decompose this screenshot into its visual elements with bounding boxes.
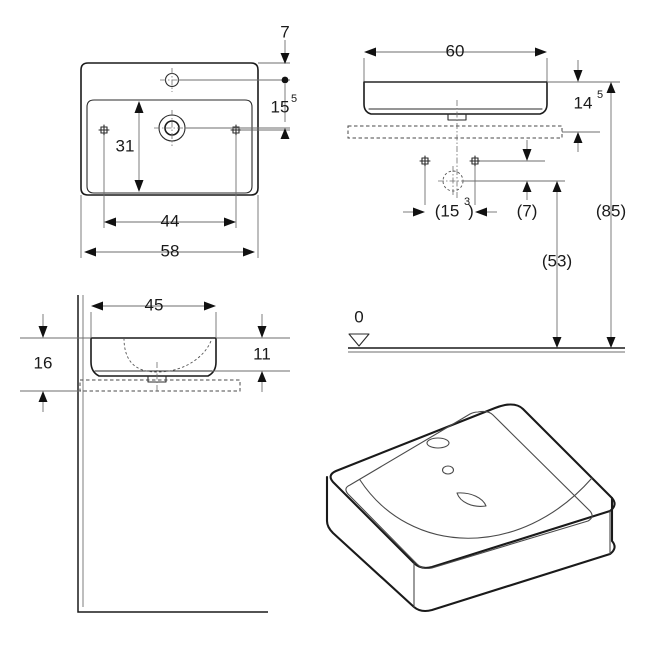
dim-155: 15 5 (271, 84, 297, 139)
dim-31-label: 31 (116, 136, 135, 155)
fixing-crosshair-left (98, 124, 110, 136)
dim-153-close: ) (468, 201, 474, 220)
tap-hole (154, 110, 190, 146)
plan-bowl-rim (86, 99, 253, 194)
elevation-mount-outline (347, 125, 563, 139)
dim-60-label: 60 (446, 41, 465, 60)
persp-bowl-rim (345, 410, 593, 570)
dim-155-sup: 5 (291, 93, 297, 105)
front-elevation-view: 60 14 5 (347, 41, 626, 353)
dim-16-label: 16 (34, 353, 53, 372)
dim-145-sup: 5 (597, 89, 603, 101)
fixing-crosshair-right (230, 124, 242, 136)
dim-7p: (7) (517, 181, 538, 220)
dim-53: (53) (542, 181, 572, 348)
wall-profile (77, 295, 268, 613)
dim-58-label: 58 (161, 241, 180, 260)
persp-waste-outlet (456, 492, 487, 507)
dim-11: 11 (212, 314, 290, 392)
fixing-crosshair-elev-right (469, 155, 481, 167)
dim-11-label: 11 (253, 344, 271, 363)
persp-top-face (329, 403, 616, 569)
dim-85: (85) (596, 82, 626, 348)
dim-16: 16 (20, 314, 91, 412)
persp-tap-hole (426, 437, 450, 449)
floor-datum: 0 (348, 307, 625, 353)
dim-155-dot (281, 76, 289, 84)
dim-44-label: 44 (161, 211, 180, 230)
dim-7p-label: (7) (517, 201, 538, 220)
dim-44: 44 (104, 211, 236, 230)
dim-45-label: 45 (145, 295, 164, 314)
plan-outer-outline (80, 62, 259, 196)
dim-58: 58 (84, 241, 255, 260)
dim-7-label: 7 (280, 22, 289, 41)
persp-overflow-hole (441, 465, 455, 475)
dim-0-label: 0 (354, 307, 363, 326)
dim-7: 7 (280, 22, 290, 64)
side-elevation-view: 45 16 11 (20, 295, 290, 613)
perspective-view (325, 403, 616, 613)
dim-85-label: (85) (596, 201, 626, 220)
dim-60: 60 (363, 41, 548, 82)
dim-145-label: 14 (574, 93, 593, 112)
dim-53-label: (53) (542, 251, 572, 270)
datum-triangle-icon (348, 333, 370, 347)
dim-153-label: (15 (435, 201, 460, 220)
dim-153: (15 3 ) (403, 196, 497, 220)
elevation-body-outline (363, 81, 548, 115)
persp-bowl-curve (359, 477, 593, 539)
dim-145: 14 5 (573, 89, 603, 152)
plan-view: 7 15 5 31 44 (80, 22, 297, 260)
persp-body-outline (325, 475, 616, 613)
dim-elev-top-arrow (573, 60, 583, 82)
side-mount-outline (79, 379, 241, 392)
dim-45: 45 (90, 295, 217, 338)
dim-elev-mid-arrow (522, 140, 532, 161)
dim-153-sup: 3 (464, 196, 470, 208)
fixing-crosshair-elev-left (419, 155, 431, 167)
side-body-outline (90, 337, 217, 377)
side-bowl-hidden (123, 337, 213, 373)
dim-31: 31 (116, 101, 144, 192)
dim-155-label: 15 (271, 97, 290, 116)
